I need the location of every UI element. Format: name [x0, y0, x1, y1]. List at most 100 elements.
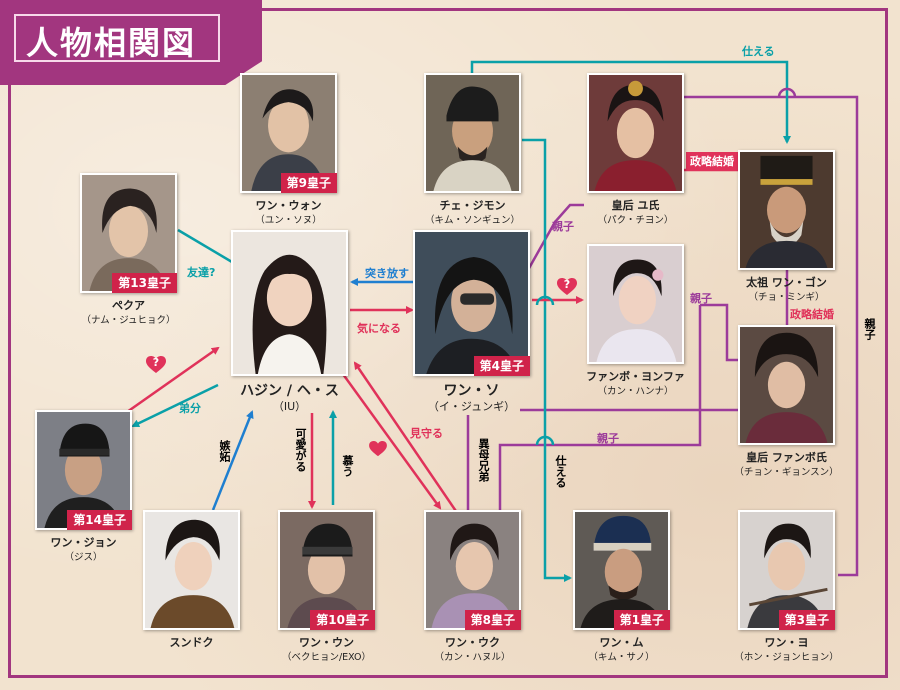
label-parent-child-3: 親子: [597, 432, 619, 445]
line-serve-top: [470, 60, 791, 144]
heart-question-icon-1: ?: [146, 356, 166, 374]
line-hop: [777, 87, 797, 98]
character-name: ハジン / ヘ・ス: [240, 383, 339, 399]
character-name: ペクア: [112, 299, 145, 312]
card-soondeok: スンドク: [143, 510, 240, 649]
label-political-marriage-1: 政略結婚: [686, 152, 738, 170]
line-hop: [535, 435, 555, 446]
portrait-photo: [738, 325, 835, 445]
card-queen-yu: 皇后 ユ氏 （パク・チヨン）: [587, 73, 684, 226]
character-name: ワン・ジョン: [50, 536, 117, 549]
line-queenyu-right: [683, 95, 859, 577]
portrait-photo: [573, 510, 670, 630]
chart-frame: [8, 8, 888, 678]
rank-badge: 第9皇子: [280, 173, 337, 193]
actor-name: （IU）: [272, 400, 307, 413]
rank-badge: 第4皇子: [473, 356, 530, 376]
card-baek-ah: 第13皇子 ペクア （ナム・ジュヒョク）: [80, 173, 177, 326]
character-name: チェ・ジモン: [439, 199, 506, 212]
card-choi-ji-mong: チェ・ジモン （キム・ソンギュン）: [424, 73, 521, 226]
rank-badge: 第14皇子: [67, 510, 132, 530]
label-concerned: 気になる: [357, 322, 401, 335]
label-jealousy: 嫉妬: [218, 440, 231, 462]
heart-question-icon-2: ?: [557, 278, 577, 296]
card-taejo-wang-geon: 太祖 ワン・ゴン （チョ・ミンギ）: [738, 150, 835, 303]
label-political-marriage-2: 政略結婚: [790, 308, 834, 321]
character-name: ワン・ウォン: [255, 199, 322, 212]
character-name: 皇后 ファンボ氏: [746, 451, 827, 464]
character-name: ワン・ヨ: [764, 636, 809, 649]
rank-badge: 第13皇子: [112, 273, 177, 293]
label-serve-mid: 仕える: [554, 455, 567, 488]
line-wangjung-hasu: [126, 346, 220, 414]
line-friend: [177, 228, 233, 264]
actor-name: （イ・ジュンギ）: [427, 400, 516, 413]
card-wang-yo: 第3皇子 ワン・ヨ （ホン・ジョンヒョン）: [734, 510, 839, 663]
label-adores: 可愛がる: [294, 428, 307, 472]
portrait-photo: [80, 173, 177, 293]
actor-name: （ベクヒョン/EXO）: [281, 652, 372, 663]
portrait-photo: [587, 73, 684, 193]
portrait-photo: [143, 510, 240, 630]
actor-name: （ジス）: [64, 552, 103, 563]
card-wang-so: 第4皇子 ワン・ソ （イ・ジュンギ）: [413, 230, 530, 413]
heart-question-text-1: ?: [152, 356, 160, 369]
card-queen-hwangbo: 皇后 ファンボ氏 （チョン・ギョンスン）: [734, 325, 839, 478]
actor-name: （ホン・ジョンヒョン）: [734, 652, 839, 663]
line-hop: [535, 295, 555, 306]
card-wang-eun: 第10皇子 ワン・ウン （ベクヒョン/EXO）: [278, 510, 375, 663]
label-parent-child-4: 親子: [863, 318, 876, 340]
heart-icon: [369, 441, 389, 459]
line-yeonhwa-wook: [498, 305, 702, 510]
portrait-photo: [587, 244, 684, 364]
character-name: 太祖 ワン・ゴン: [746, 276, 827, 289]
line-hasu-wook: [338, 369, 442, 510]
actor-name: （ナム・ジュヒョク）: [81, 315, 176, 326]
actor-name: （キム・ソンギュン）: [424, 215, 520, 226]
character-name: 皇后 ユ氏: [611, 199, 660, 212]
character-name: ワン・ソ: [443, 383, 500, 399]
card-hae-soo: ハジン / ヘ・ス （IU）: [231, 230, 348, 413]
character-name: ファンボ・ヨンファ: [586, 370, 685, 383]
actor-name: （ユン・ソヌ）: [255, 215, 322, 226]
line-serve-mid: [522, 138, 572, 582]
label-little-brother: 弟分: [179, 402, 201, 415]
card-wang-jung: 第14皇子 ワン・ジョン （ジス）: [35, 410, 132, 563]
heart-question-text-2: ?: [563, 278, 571, 291]
portrait-photo: [738, 150, 835, 270]
rank-badge: 第8皇子: [464, 610, 521, 630]
card-hwangbo-yeonhwa: ファンボ・ヨンファ （カン・ハンナ）: [586, 244, 685, 397]
card-wang-wook: 第8皇子 ワン・ウク （カン・ハヌル）: [424, 510, 521, 663]
label-longs-for: 慕う: [341, 455, 354, 477]
title-banner: 人物相関図: [0, 0, 262, 85]
character-name: ワン・ウク: [445, 636, 500, 649]
title-inner-border: [14, 14, 220, 62]
character-name: ワン・ウン: [299, 636, 354, 649]
label-half-brother: 異母兄弟: [477, 438, 490, 482]
actor-name: （チョン・ギョンスン）: [734, 467, 839, 478]
rank-badge: 第10皇子: [310, 610, 375, 630]
actor-name: （キム・サノ）: [588, 652, 655, 663]
label-serve-top: 仕える: [742, 45, 775, 58]
portrait-photo: [413, 230, 530, 376]
actor-name: （パク・チヨン）: [597, 215, 674, 226]
card-wang-won: 第9皇子 ワン・ウォン （ユン・ソヌ）: [240, 73, 337, 226]
page-title: 人物相関図: [26, 24, 197, 62]
character-name: スンドク: [169, 636, 214, 649]
label-parent-child-2: 親子: [690, 292, 712, 305]
portrait-photo: [424, 73, 521, 193]
label-friend: 友達?: [187, 266, 216, 279]
actor-name: （カン・ハンナ）: [597, 386, 674, 397]
line-yeonhwa-family: [700, 303, 738, 362]
actor-name: （チョ・ミンギ）: [748, 292, 825, 303]
rank-badge: 第3皇子: [778, 610, 835, 630]
card-wang-mu: 第1皇子 ワン・ム （キム・サノ）: [573, 510, 670, 663]
character-name: ワン・ム: [599, 636, 644, 649]
line-watches-over: [353, 361, 464, 521]
line-queenyu-parent: [526, 203, 584, 271]
actor-name: （カン・ハヌル）: [434, 652, 511, 663]
portrait-photo: [231, 230, 348, 376]
label-watches-over: 見守る: [410, 427, 443, 440]
